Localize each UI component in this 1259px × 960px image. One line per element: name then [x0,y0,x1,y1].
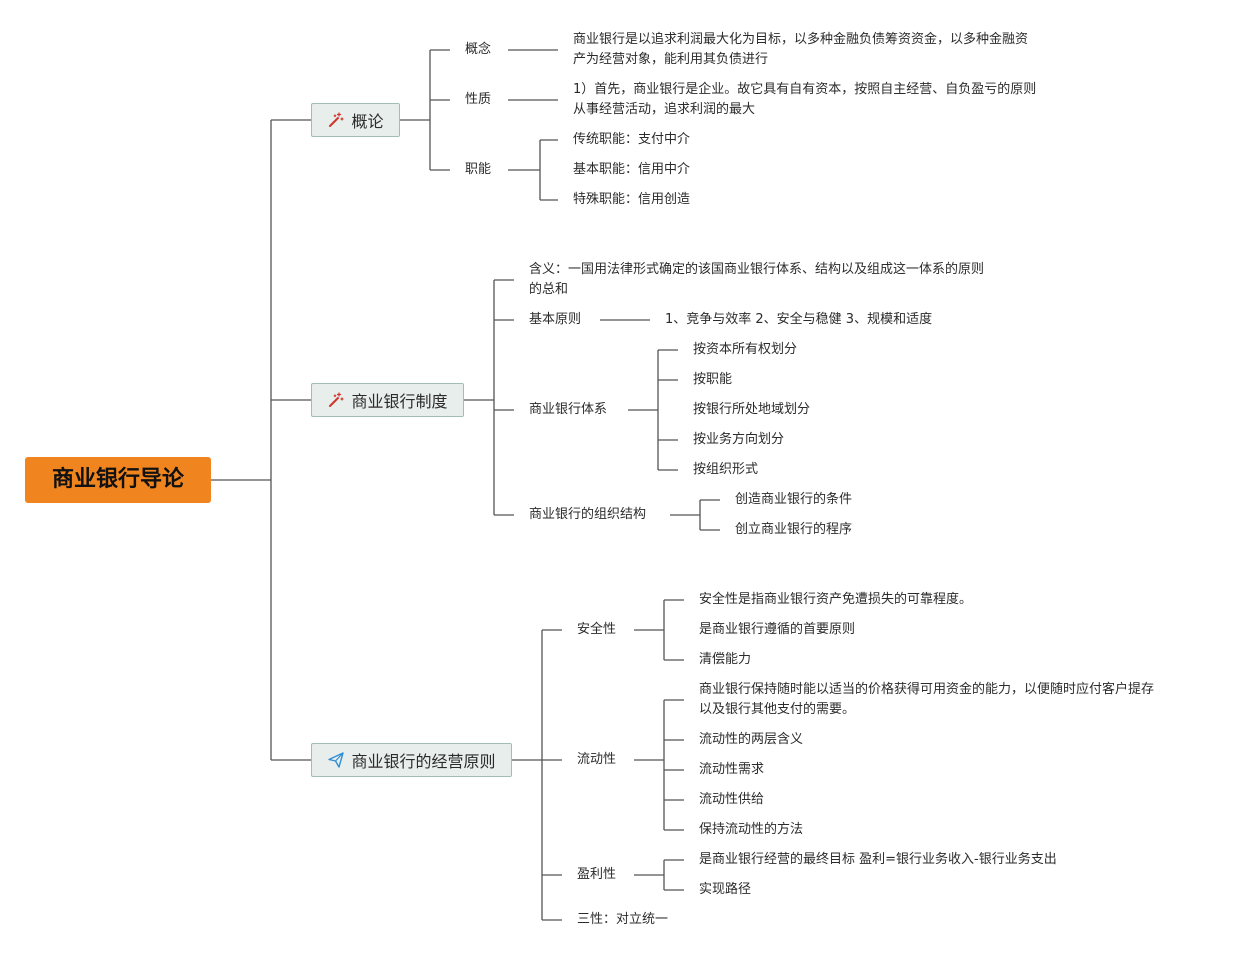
system-item[interactable]: 按组织形式 [693,462,759,477]
magic-wand-icon [327,391,345,409]
main-topic-label: 商业银行制度 [351,392,448,411]
main-topic-overview[interactable]: 概论 [311,103,400,137]
topic-liquidity[interactable]: 流动性 [577,752,617,767]
concept-detail-line-2[interactable]: 产为经营对象，能利用其负债进行 [573,52,769,67]
main-topic-label: 概论 [351,112,384,131]
nature-detail-line-1[interactable]: 1）首先，商业银行是企业。故它具有自有资本，按照自主经营、自负盈亏的原则 [573,82,1037,97]
meaning-line-2[interactable]: 的总和 [529,282,569,297]
paper-plane-icon [327,751,345,769]
main-topic-bank-system[interactable]: 商业银行制度 [311,383,464,417]
topic-nature[interactable]: 性质 [465,92,492,107]
system-item[interactable]: 按业务方向划分 [693,432,785,447]
function-item[interactable]: 特殊职能：信用创造 [573,192,691,207]
concept-detail-line-1[interactable]: 商业银行是以追求利润最大化为目标，以多种金融负债筹资资金，以多种金融资 [573,32,1029,47]
topic-functions[interactable]: 职能 [465,162,492,177]
topic-bank-system[interactable]: 商业银行体系 [529,402,608,417]
topic-safety[interactable]: 安全性 [577,622,617,637]
org-structure-item[interactable]: 创造商业银行的条件 [735,492,853,507]
topic-org-structure[interactable]: 商业银行的组织结构 [529,507,647,522]
function-item[interactable]: 基本职能：信用中介 [573,162,691,177]
profitability-item[interactable]: 实现路径 [699,882,752,897]
liquidity-item[interactable]: 保持流动性的方法 [699,822,804,837]
topic-three-properties[interactable]: 三性：对立统一 [577,912,669,927]
safety-item[interactable]: 是商业银行遵循的首要原则 [699,622,856,637]
liquidity-definition-line-1[interactable]: 商业银行保持随时能以适当的价格获得可用资金的能力，以便随时应付客户提存 [699,682,1155,697]
nature-detail-line-2[interactable]: 从事经营活动，追求利润的最大 [573,102,756,117]
system-item[interactable]: 按资本所有权划分 [693,342,798,357]
liquidity-item[interactable]: 流动性的两层含义 [699,732,804,747]
root-topic[interactable]: 商业银行导论 [25,457,211,503]
liquidity-item[interactable]: 流动性需求 [699,762,765,777]
system-item[interactable]: 按职能 [693,372,733,387]
org-structure-item[interactable]: 创立商业银行的程序 [735,522,853,537]
function-item[interactable]: 传统职能：支付中介 [573,132,691,147]
topic-concept[interactable]: 概念 [465,42,492,57]
topic-basic-principles[interactable]: 基本原则 [529,312,582,327]
meaning-line-1[interactable]: 含义：一国用法律形式确定的该国商业银行体系、结构以及组成这一体系的原则 [529,262,985,277]
system-item[interactable]: 按银行所处地域划分 [693,402,811,417]
main-topic-label: 商业银行的经营原则 [351,752,496,771]
safety-item[interactable]: 清偿能力 [699,652,752,667]
basic-principles-detail[interactable]: 1、竞争与效率 2、安全与稳健 3、规模和适度 [665,312,933,327]
safety-item[interactable]: 安全性是指商业银行资产免遭损失的可靠程度。 [699,592,973,607]
profitability-item[interactable]: 是商业银行经营的最终目标 盈利=银行业务收入-银行业务支出 [699,852,1057,867]
liquidity-definition-line-2[interactable]: 以及银行其他支付的需要。 [699,702,856,717]
main-topic-operating-principles[interactable]: 商业银行的经营原则 [311,743,512,777]
liquidity-item[interactable]: 流动性供给 [699,792,765,807]
magic-wand-icon [327,111,345,129]
topic-profitability[interactable]: 盈利性 [577,867,617,882]
